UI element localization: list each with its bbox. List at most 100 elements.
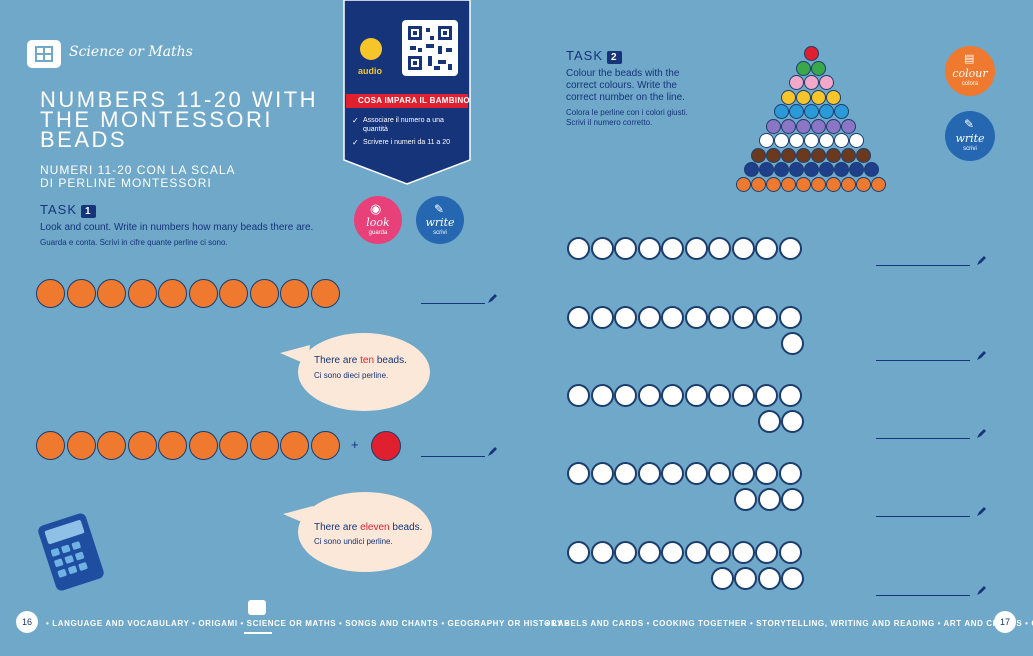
pyramid-bead [781, 89, 796, 105]
empty-bead [590, 541, 614, 564]
empty-bead [567, 306, 590, 329]
footer-nav-right[interactable]: • LABELS AND CARDS • COOKING TOGETHER • … [546, 619, 1033, 628]
empty-bead [637, 462, 661, 485]
empty-bead [734, 567, 757, 590]
orange-bead [66, 431, 96, 460]
empty-bead [637, 384, 661, 407]
empty-bead [755, 462, 778, 485]
answer-line[interactable] [876, 265, 970, 266]
qr-code[interactable] [402, 20, 458, 76]
empty-bead [567, 462, 590, 485]
pyramid-bead [781, 147, 796, 163]
speech-bubble [298, 333, 430, 411]
empty-bead [757, 488, 781, 511]
section-header: Science or Maths [27, 40, 193, 68]
answer-line[interactable] [421, 303, 485, 304]
footer-active-icon [248, 600, 266, 615]
empty-bead [614, 541, 637, 564]
eye-icon: ◉ [370, 202, 382, 217]
empty-bead [637, 306, 661, 329]
empty-bead [684, 541, 708, 564]
audio-icon[interactable] [360, 38, 382, 60]
empty-bead [731, 541, 755, 564]
audio-label: audio [358, 66, 382, 76]
crayons-icon: ▤ [964, 52, 975, 65]
answer-line[interactable] [876, 438, 970, 439]
pyramid-bead [796, 60, 811, 76]
answer-line[interactable] [876, 360, 970, 361]
plus-sign: + [351, 437, 359, 452]
answer-line[interactable] [876, 595, 970, 596]
orange-bead [188, 279, 218, 308]
pyramid-bead [766, 118, 781, 134]
orange-bead [219, 431, 248, 460]
orange-bead [127, 431, 157, 460]
empty-bead [637, 237, 661, 260]
pyramid-bead [818, 133, 834, 148]
pyramid-bead [811, 118, 826, 134]
pyramid-bead [796, 89, 811, 105]
footer-active-underline [244, 632, 272, 634]
pyramid-bead [758, 162, 774, 177]
pyramid-bead [788, 133, 804, 148]
section-label: Science or Maths [69, 44, 193, 60]
calculator-illustration [36, 512, 106, 597]
empty-bead [734, 488, 757, 511]
empty-bead [637, 541, 661, 564]
orange-bead [36, 279, 65, 308]
empty-bead [757, 410, 781, 433]
pyramid-bead [803, 46, 819, 61]
empty-bead [731, 306, 755, 329]
pencil-icon [977, 586, 986, 595]
empty-bead [708, 306, 731, 329]
pyramid-bead [818, 162, 834, 177]
empty-bead [590, 462, 614, 485]
page-number-right: 17 [994, 611, 1016, 633]
pyramid-bead [803, 75, 819, 90]
pyramid-bead [811, 147, 826, 163]
pyramid-bead [773, 162, 789, 177]
pyramid-bead [766, 147, 781, 163]
empty-bead [755, 237, 778, 260]
empty-bead [781, 410, 804, 433]
orange-bead [97, 431, 126, 460]
pyramid-bead [788, 104, 804, 119]
pyramid-bead [736, 176, 751, 192]
orange-bead [158, 279, 187, 308]
answer-line[interactable] [876, 516, 970, 517]
pyramid-bead [796, 147, 811, 163]
bubble-2-text-it: Ci sono undici perline. [314, 537, 393, 546]
answer-line[interactable] [421, 456, 485, 457]
pyramid-bead [863, 162, 879, 177]
red-unit-bead [371, 431, 401, 461]
write-badge: ✎ write scrivi [416, 196, 464, 244]
empty-bead [778, 541, 802, 564]
pyramid-bead [766, 176, 781, 192]
pyramid-bead [803, 133, 819, 148]
footer-nav-left[interactable]: • LANGUAGE AND VOCABULARY • ORIGAMI • SC… [46, 619, 570, 628]
write-badge: ✎ write scrivi [945, 111, 995, 161]
empty-bead [731, 237, 755, 260]
empty-bead [710, 567, 734, 590]
orange-bead [219, 279, 248, 308]
pencil-icon [488, 447, 497, 456]
empty-bead [614, 384, 637, 407]
pyramid-bead [811, 176, 826, 192]
pyramid-bead [803, 104, 819, 119]
empty-bead [781, 332, 804, 355]
bubble-1-text-it: Ci sono dieci perline. [314, 371, 389, 380]
learning-item-1: Associare il numero a una quantità [363, 117, 444, 133]
pencil-icon [488, 294, 497, 303]
pyramid-bead [826, 147, 841, 163]
check-icon: ✓ [352, 138, 359, 147]
empty-bead [755, 306, 778, 329]
pyramid-bead [848, 162, 864, 177]
pyramid-bead [826, 118, 841, 134]
pyramid-bead [781, 176, 796, 192]
pyramid-bead [833, 104, 849, 119]
pyramid-bead [856, 176, 871, 192]
learning-banner [346, 94, 468, 108]
empty-bead [708, 462, 731, 485]
empty-bead [778, 306, 802, 329]
